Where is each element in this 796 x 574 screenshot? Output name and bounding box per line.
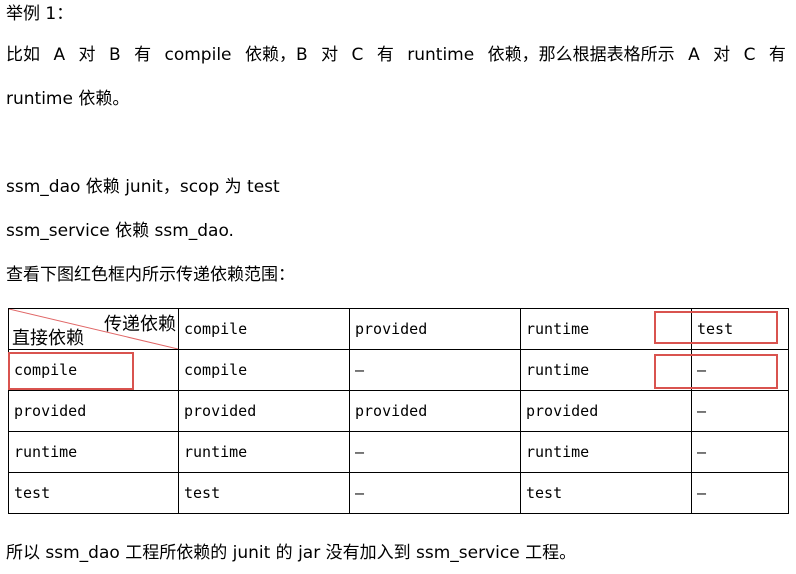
table-cell: – <box>691 431 789 473</box>
intro-token: 有 <box>134 45 152 65</box>
intro-token: compile <box>164 45 232 65</box>
intro-token: A <box>688 45 700 65</box>
intro-token: C <box>743 45 756 65</box>
table-cell: test <box>178 472 350 514</box>
corner-header-cell: 传递依赖 直接依赖 <box>8 308 179 350</box>
transitive-dependency-label: 传递依赖 <box>104 314 176 335</box>
row-label-cell: runtime <box>8 431 179 473</box>
table-cell: – <box>349 349 521 391</box>
diagonal-divider <box>9 309 178 349</box>
intro-line-1: 比如 A 对 B 有 compile 依赖，B 对 C 有 runtime 依赖… <box>6 44 786 66</box>
table-cell: – <box>349 472 521 514</box>
row-label-cell: test <box>8 472 179 514</box>
table-row: test test – test – <box>8 472 789 514</box>
header-cell: provided <box>349 308 521 350</box>
table-row: runtime runtime – runtime – <box>8 431 789 473</box>
intro-token: 对 <box>713 45 731 65</box>
intro-token: 比如 <box>6 45 40 65</box>
table-cell: – <box>691 390 789 432</box>
table-cell: provided <box>178 390 350 432</box>
table-cell: test <box>520 472 692 514</box>
highlight-box-compile-row <box>8 352 134 390</box>
intro-token: 有 <box>768 45 786 65</box>
conclusion-line: 所以 ssm_dao 工程所依赖的 junit 的 jar 没有加入到 ssm_… <box>6 543 577 563</box>
table-cell: – <box>691 472 789 514</box>
intro-token: C <box>351 45 364 65</box>
table-cell: runtime <box>178 431 350 473</box>
table-cell: – <box>349 431 521 473</box>
header-cell: compile <box>178 308 350 350</box>
example-title: 举例 1： <box>6 4 74 24</box>
intro-token: B <box>108 45 121 65</box>
intro-token: runtime <box>407 45 475 65</box>
table-cell: runtime <box>520 431 692 473</box>
intro-token: 对 <box>78 45 96 65</box>
intro-token: 依赖，B <box>244 45 308 65</box>
table-cell: provided <box>349 390 521 432</box>
intro-token: 有 <box>376 45 394 65</box>
table-row: provided provided provided provided – <box>8 390 789 432</box>
service-dependency-line: ssm_service 依赖 ssm_dao. <box>6 221 234 241</box>
row-label-cell: provided <box>8 390 179 432</box>
table-cell: provided <box>520 390 692 432</box>
intro-token: 对 <box>321 45 339 65</box>
view-instruction-line: 查看下图红色框内所示传递依赖范围： <box>6 265 295 285</box>
highlight-box-test-column <box>654 311 778 344</box>
highlight-box-result-cell <box>654 354 778 389</box>
dependency-scope-table: 传递依赖 直接依赖 compile provided runtime test … <box>8 308 789 514</box>
table-row: compile compile – runtime – <box>8 349 789 391</box>
intro-token: A <box>53 45 66 65</box>
intro-token: 依赖，那么根据表格所示 <box>487 45 675 65</box>
table-cell: compile <box>178 349 350 391</box>
dao-dependency-line: ssm_dao 依赖 junit，scop 为 test <box>6 177 280 197</box>
direct-dependency-label: 直接依赖 <box>12 328 84 349</box>
table-cell: runtime <box>520 349 692 391</box>
intro-line-2: runtime 依赖。 <box>6 89 130 109</box>
